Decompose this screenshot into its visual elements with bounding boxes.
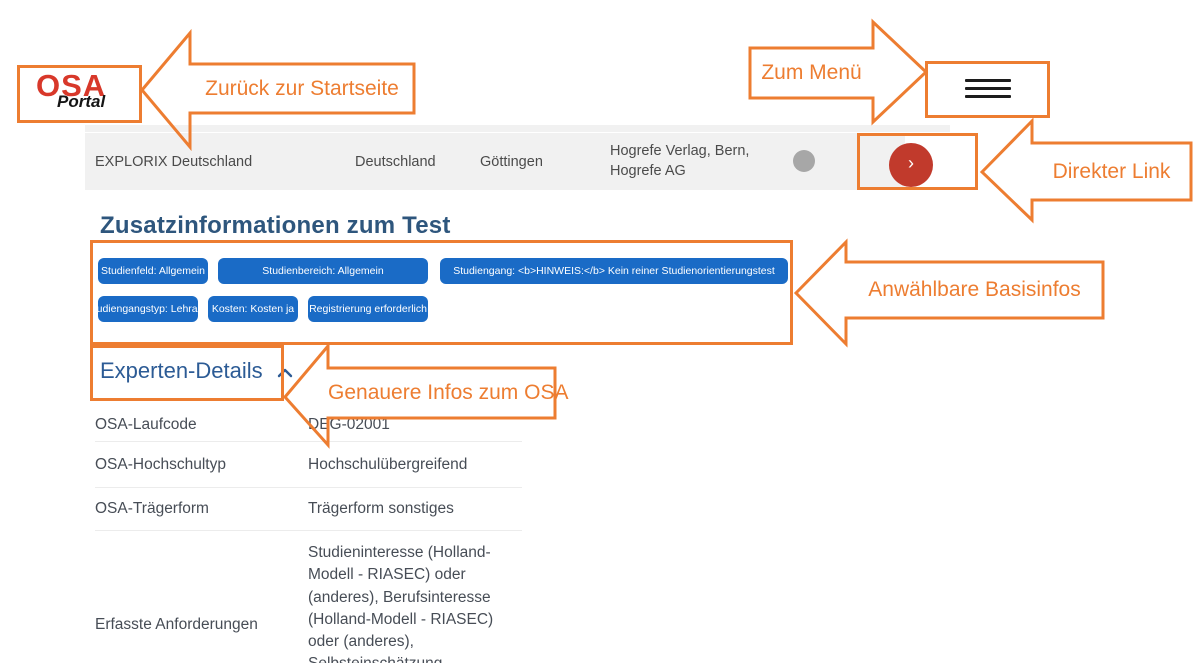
detail-label: Erfasste Anforderungen [95, 616, 258, 633]
direct-link-button[interactable]: › [889, 143, 933, 187]
badge-kosten[interactable]: Kosten: Kosten ja [208, 296, 298, 322]
annotation-box-menu [925, 61, 1050, 118]
table-row: OSA-Trägerform Trägerform sonstiges [95, 488, 522, 531]
table-row[interactable]: EXPLORIX Deutschland Deutschland Götting… [85, 133, 933, 190]
arrow-direct-link [979, 117, 1193, 224]
table-row: Erfasste Anforderungen Studieninteresse … [95, 531, 522, 663]
expert-details-table: OSA-Laufcode DEG-02001 OSA-Hochschultyp … [90, 408, 522, 663]
arrow-details-info [283, 341, 557, 449]
detail-value: Hochschulübergreifend [308, 455, 468, 473]
detail-value: Studieninteresse (Holland-Modell - RIASE… [308, 544, 494, 663]
badge-studienbereich[interactable]: Studienbereich: Allgemein [218, 258, 428, 284]
expert-details-toggle[interactable]: Experten-Details [100, 358, 293, 384]
annotation-label-direct-link: Direkter Link [1052, 160, 1171, 183]
test-name: EXPLORIX Deutschland [95, 154, 253, 170]
annotation-box-expert-details [90, 345, 284, 401]
test-city: Göttingen [480, 154, 543, 170]
chevron-right-icon: › [908, 152, 914, 173]
badge-registrierung[interactable]: Registrierung erforderlich [308, 296, 428, 322]
annotation-box-direct-link [857, 133, 978, 190]
detail-label: OSA-Trägerform [95, 500, 209, 517]
annotation-box-badges [90, 240, 793, 345]
hamburger-menu-icon[interactable] [965, 79, 1011, 103]
section-title: Zusatzinformationen zum Test [100, 212, 451, 239]
badge-studiengangstyp[interactable]: Studiengangstyp: Lehramt [87, 296, 209, 322]
badge-studiengang[interactable]: Studiengang: <b>HINWEIS:</b> Kein reiner… [440, 258, 788, 284]
arrow-basic-infos [793, 238, 1105, 348]
detail-label: OSA-Laufcode [95, 415, 197, 433]
expert-details-title: Experten-Details [100, 358, 263, 383]
badge-studienfeld[interactable]: Studienfeld: Allgemein [98, 258, 208, 284]
test-country: Deutschland [355, 154, 436, 170]
annotation-label-details-info: Genauere Infos zum OSA [328, 381, 569, 404]
table-row: OSA-Hochschultyp Hochschulübergreifend [95, 442, 522, 488]
test-publisher: Hogrefe Verlag, Bern, Hogrefe AG [610, 143, 750, 179]
annotation-label-basic-infos: Anwählbare Basisinfos [868, 278, 1081, 301]
status-dot-icon [793, 150, 815, 172]
osa-logo-portal[interactable]: Portal [57, 92, 106, 111]
arrow-menu [748, 18, 929, 126]
detail-label: OSA-Hochschultyp [95, 455, 226, 473]
chevron-up-icon [277, 368, 292, 378]
table-row-edge [85, 125, 950, 132]
annotation-box-logo [17, 65, 142, 123]
arrow-back-home [140, 28, 416, 152]
annotation-label-back-home: Zurück zur Startseite [205, 77, 399, 100]
annotation-label-menu: Zum Menü [761, 61, 862, 84]
osa-logo[interactable]: OSA [36, 68, 107, 103]
detail-value: Trägerform sonstiges [308, 500, 454, 517]
